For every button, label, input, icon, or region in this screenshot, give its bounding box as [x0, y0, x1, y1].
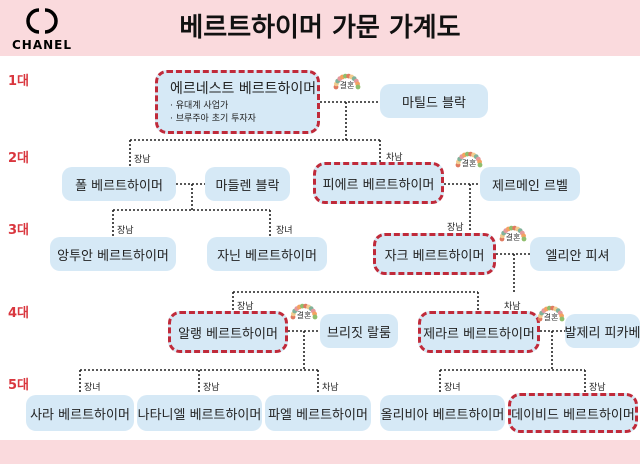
marriage-wreath-icon: 결혼 — [332, 70, 362, 100]
marriage-label: 결혼 — [461, 159, 477, 168]
person-germaine: 제르메인 르벨 — [480, 167, 580, 201]
person-olivia: 올리비아 베르트하이머 — [380, 395, 505, 431]
person-alain: 알랭 베르트하이머 — [168, 311, 288, 353]
person-eliane: 엘리안 피셔 — [530, 237, 625, 271]
person-mathilde: 마틸드 블락 — [380, 84, 488, 118]
person-sarah: 사라 베르트하이머 — [26, 395, 134, 431]
header-banner — [0, 0, 640, 56]
person-jacqueline: 자닌 베르트하이머 — [207, 237, 327, 271]
person-madeleine: 마들렌 블락 — [205, 167, 290, 201]
relation-label: 장남 — [447, 223, 464, 233]
relation-label: 차남 — [322, 383, 339, 393]
marriage-wreath-icon: 결혼 — [454, 148, 484, 178]
marriage-label: 결혼 — [505, 233, 521, 242]
relation-label: 차남 — [386, 153, 403, 163]
chanel-logo: CHANEL — [6, 6, 78, 52]
relation-label: 차남 — [504, 302, 521, 312]
marriage-label: 결혼 — [339, 81, 355, 90]
footer-banner — [0, 440, 640, 464]
chanel-cc-icon — [26, 8, 58, 34]
relation-label: 장녀 — [444, 383, 461, 393]
person-david: 데이비드 베르트하이머 — [508, 393, 638, 433]
person-valerie: 발제리 피카베 — [565, 314, 640, 348]
marriage-wreath-icon: 결혼 — [289, 300, 319, 330]
person-nathalie: 나타니엘 베르트하이머 — [137, 395, 262, 431]
person-ernest: 에르네스트 베르트하이머 · 유대계 사업가 · 브루주아 초기 투자자 — [155, 70, 320, 134]
page-title: 베르트하이머 가문 가계도 — [179, 13, 461, 43]
person-detail: · 브루주아 초기 투자자 — [170, 114, 256, 124]
generation-label-3: 3대 — [8, 223, 30, 238]
marriage-label: 결혼 — [296, 311, 312, 320]
relation-label: 장녀 — [276, 226, 293, 236]
generation-label-2: 2대 — [8, 151, 30, 166]
person-paul: 폴 베르트하이머 — [62, 167, 176, 201]
person-antoine: 앙투안 베르트하이머 — [50, 237, 176, 271]
person-gerard: 제라르 베르트하이머 — [418, 311, 540, 353]
relation-label: 장남 — [117, 226, 134, 236]
relation-label: 장남 — [134, 155, 151, 165]
relation-label: 장남 — [589, 383, 606, 393]
generation-label-4: 4대 — [8, 306, 30, 321]
logo-text: CHANEL — [11, 38, 73, 52]
generation-label-5: 5대 — [8, 378, 30, 393]
person-pierre: 피에르 베르트하이머 — [313, 162, 444, 204]
marriage-wreath-icon: 결혼 — [498, 222, 528, 252]
person-name: 에르네스트 베르트하이머 — [170, 81, 317, 97]
person-jacques: 자크 베르트하이머 — [373, 233, 496, 275]
person-brigitte: 브리짓 랄룸 — [320, 314, 398, 348]
person-detail: · 유대계 사업가 — [170, 101, 229, 111]
marriage-wreath-icon: 결혼 — [536, 302, 566, 332]
marriage-label: 결혼 — [543, 313, 559, 322]
generation-label-1: 1대 — [8, 74, 30, 89]
relation-label: 장남 — [237, 302, 254, 312]
relation-label: 장남 — [203, 383, 220, 393]
person-pavel: 파엘 베르트하이머 — [265, 395, 371, 431]
relation-label: 장녀 — [84, 383, 101, 393]
